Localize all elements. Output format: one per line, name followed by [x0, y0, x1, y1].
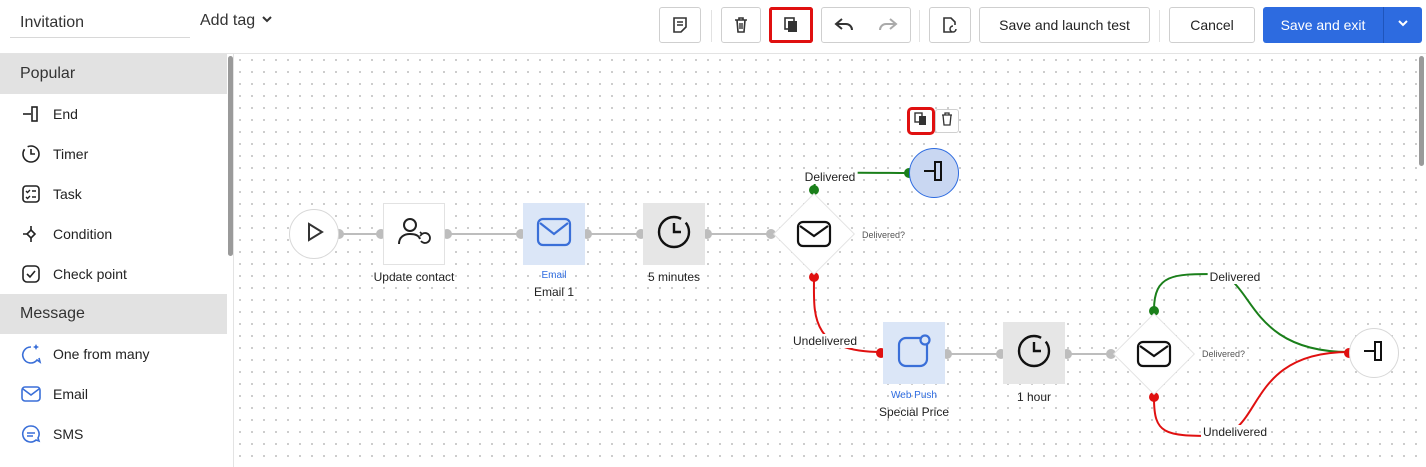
palette-item-label: SMS	[53, 426, 84, 442]
palette-item-end[interactable]: End	[0, 94, 227, 134]
email-icon	[20, 383, 42, 405]
copy-icon	[914, 111, 928, 131]
palette-item-label: Check point	[53, 266, 127, 282]
section-message: Message	[0, 294, 227, 334]
palette-item-label: Email	[53, 386, 89, 402]
node-copy-button[interactable]	[907, 107, 935, 135]
timer-icon	[1016, 333, 1052, 374]
test-document-button[interactable]	[929, 7, 971, 43]
task-icon	[20, 183, 42, 205]
section-popular: Popular	[0, 54, 227, 94]
timer-node-2[interactable]	[1003, 322, 1065, 384]
delivered-label-1: Delivered	[802, 170, 858, 184]
workflow-title-input[interactable]	[10, 8, 190, 38]
timer-icon	[656, 214, 692, 255]
webpush-node[interactable]	[883, 322, 945, 384]
cancel-button[interactable]: Cancel	[1169, 7, 1255, 43]
end-icon	[1362, 339, 1386, 368]
sidebar-scrollbar[interactable]	[228, 56, 233, 256]
sms-icon	[20, 423, 42, 445]
webpush-icon	[896, 333, 932, 374]
palette-item-timer[interactable]: Timer	[0, 134, 227, 174]
email-icon	[796, 220, 832, 253]
copy-button[interactable]	[769, 7, 813, 43]
condition-icon	[20, 223, 42, 245]
toolbar: Add tag	[0, 0, 1426, 54]
document-refresh-icon	[941, 16, 959, 34]
palette-item-label: Task	[53, 186, 82, 202]
end-icon	[20, 103, 42, 125]
note-icon	[671, 16, 689, 34]
palette-item-label: One from many	[53, 346, 150, 362]
undo-redo-group	[821, 7, 911, 43]
webpush-type-label: Web Push	[891, 390, 937, 401]
copy-icon	[782, 16, 800, 34]
save-options-dropdown[interactable]	[1384, 7, 1422, 43]
save-launch-test-button[interactable]: Save and launch test	[979, 7, 1150, 43]
email-name-label: Email 1	[533, 285, 575, 299]
node-delete-button[interactable]	[935, 109, 959, 133]
workflow-canvas[interactable]: Update contact Email Email 1 5 minutes D…	[234, 54, 1426, 467]
trash-icon	[940, 111, 954, 131]
timer-icon	[20, 143, 42, 165]
component-palette: Popular End Timer Task Condition Check p…	[0, 54, 234, 467]
save-exit-button[interactable]: Save and exit	[1263, 7, 1384, 43]
palette-item-checkpoint[interactable]: Check point	[0, 254, 227, 294]
email-icon	[536, 217, 572, 252]
undelivered-label-2: Undelivered	[1200, 425, 1270, 439]
timer-2-label: 1 hour	[1016, 390, 1052, 404]
add-tag-label: Add tag	[200, 12, 256, 29]
checkpoint-icon	[20, 263, 42, 285]
palette-item-one-from-many[interactable]: One from many	[0, 334, 227, 374]
email-icon	[1136, 340, 1172, 373]
palette-item-email[interactable]: Email	[0, 374, 227, 414]
end-node-2[interactable]	[1349, 328, 1399, 378]
play-icon	[303, 221, 325, 248]
update-contact-node[interactable]	[383, 203, 445, 265]
condition-1-question: Delivered?	[862, 230, 906, 240]
timer-1-label: 5 minutes	[647, 270, 701, 284]
palette-item-task[interactable]: Task	[0, 174, 227, 214]
start-node[interactable]	[289, 209, 339, 259]
palette-item-label: End	[53, 106, 78, 122]
add-tag-dropdown[interactable]: Add tag	[200, 12, 273, 30]
delete-button[interactable]	[721, 7, 761, 43]
chevron-down-icon	[261, 12, 273, 30]
delivered-label-2: Delivered	[1207, 270, 1263, 284]
canvas-scrollbar[interactable]	[1419, 56, 1424, 166]
redo-icon[interactable]	[866, 17, 910, 33]
condition-2-question: Delivered?	[1202, 349, 1246, 359]
palette-item-sms[interactable]: SMS	[0, 414, 227, 454]
sparkle-message-icon	[20, 343, 42, 365]
undo-icon[interactable]	[822, 17, 866, 33]
notes-button[interactable]	[659, 7, 701, 43]
webpush-name-label: Special Price	[878, 405, 950, 419]
email-node[interactable]	[523, 203, 585, 265]
timer-node-1[interactable]	[643, 203, 705, 265]
undelivered-label-1: Undelivered	[790, 334, 860, 348]
end-icon	[922, 159, 946, 188]
palette-item-label: Timer	[53, 146, 89, 162]
trash-icon	[732, 16, 750, 34]
palette-item-label: Condition	[53, 226, 113, 242]
user-sync-icon	[396, 214, 432, 255]
update-contact-label: Update contact	[373, 270, 455, 284]
palette-item-condition[interactable]: Condition	[0, 214, 227, 254]
end-node-selected[interactable]	[909, 148, 959, 198]
save-exit-split-button: Save and exit	[1263, 7, 1422, 43]
email-type-label: Email	[541, 270, 567, 281]
chevron-down-icon	[1397, 16, 1409, 34]
